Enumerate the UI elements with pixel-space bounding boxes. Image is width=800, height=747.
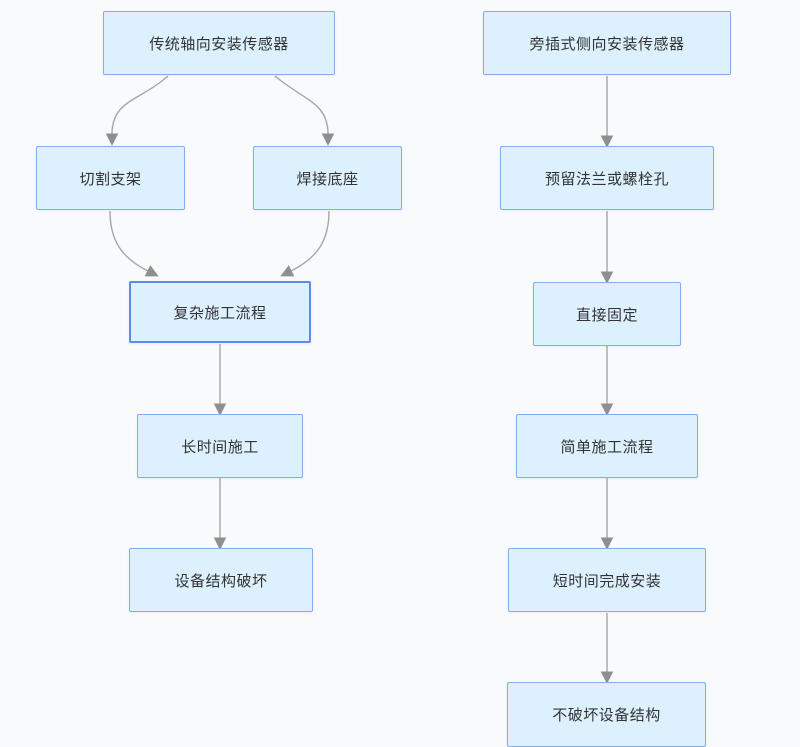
node-equipment-structure-damage[interactable]: 设备结构破坏 xyxy=(129,548,313,612)
node-direct-fixing[interactable]: 直接固定 xyxy=(533,282,681,346)
edge-cutting-to-complex xyxy=(109,210,159,277)
node-no-equipment-structure-damage[interactable]: 不破坏设备结构 xyxy=(507,682,706,747)
node-label: 长时间施工 xyxy=(181,438,259,456)
node-long-construction-time[interactable]: 长时间施工 xyxy=(137,414,303,478)
node-complex-construction-process[interactable]: 复杂施工流程 xyxy=(129,281,311,343)
node-label: 焊接底座 xyxy=(296,170,359,188)
node-welding-base[interactable]: 焊接底座 xyxy=(253,146,402,210)
node-label: 简单施工流程 xyxy=(560,438,654,456)
node-label: 传统轴向安装传感器 xyxy=(149,35,289,53)
node-label: 预留法兰或螺栓孔 xyxy=(544,170,669,188)
edge-axial-to-cutting xyxy=(105,75,169,146)
node-cutting-bracket[interactable]: 切割支架 xyxy=(36,146,185,210)
node-traditional-axial-sensor[interactable]: 传统轴向安装传感器 xyxy=(103,11,335,75)
node-label: 复杂施工流程 xyxy=(173,304,267,322)
node-short-time-installation[interactable]: 短时间完成安装 xyxy=(508,548,706,612)
node-simple-construction-process[interactable]: 简单施工流程 xyxy=(516,414,698,478)
node-reserved-flange-or-bolt-holes[interactable]: 预留法兰或螺栓孔 xyxy=(500,146,714,210)
node-label: 不破坏设备结构 xyxy=(552,707,661,724)
edge-axial-to-welding xyxy=(274,75,335,146)
node-label: 短时间完成安装 xyxy=(552,572,662,590)
edge-welding-to-complex xyxy=(280,210,330,277)
node-side-insert-lateral-sensor[interactable]: 旁插式侧向安装传感器 xyxy=(483,11,731,75)
node-label: 设备结构破坏 xyxy=(174,572,268,590)
node-label: 直接固定 xyxy=(575,306,638,324)
node-label: 切割支架 xyxy=(79,170,142,188)
node-label: 旁插式侧向安装传感器 xyxy=(529,35,685,53)
